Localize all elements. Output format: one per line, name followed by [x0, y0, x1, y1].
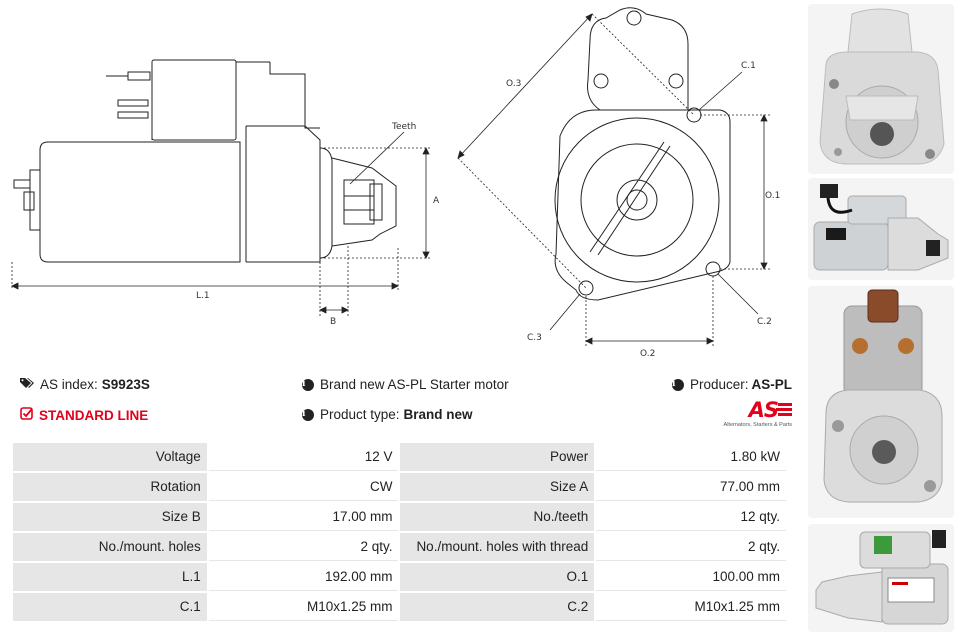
standard-line-badge: STANDARD LINE [20, 407, 148, 423]
label-o3: O.3 [506, 79, 521, 89]
producer: i Producer: AS-PL [672, 377, 792, 392]
spec-label: Size A [400, 473, 595, 501]
as-pl-logo: AS Alternators, Starters & Parts [716, 398, 792, 428]
logo-stripes-icon [776, 403, 792, 424]
info-icon: i [302, 408, 314, 421]
as-index-label: AS index: [40, 377, 98, 392]
product-photo-label[interactable] [808, 524, 954, 632]
product-photo-side[interactable] [808, 178, 954, 280]
logo-tagline: Alternators, Starters & Parts [723, 422, 792, 428]
info-icon: i [302, 378, 314, 391]
spec-value: 2 qty. [596, 533, 786, 561]
spec-value: 100.00 mm [596, 563, 786, 591]
spec-label: Voltage [13, 443, 207, 471]
check-square-icon [20, 407, 33, 423]
starter-side-view-diagram: Teeth A L.1 B [11, 59, 440, 327]
spec-label: C.2 [400, 593, 595, 621]
label-c2: C.2 [757, 317, 772, 327]
producer-label: Producer: [690, 377, 749, 392]
spec-label: C.1 [13, 593, 207, 621]
producer-value: AS-PL [751, 377, 793, 392]
spec-label: L.1 [13, 563, 207, 591]
spec-value: M10x1.25 mm [596, 593, 786, 621]
label-o2: O.2 [640, 349, 655, 359]
product-photo-front[interactable] [808, 4, 954, 174]
info-icon: i [672, 378, 684, 391]
spec-value: 1.80 kW [596, 443, 786, 471]
label-l1: L.1 [196, 291, 210, 301]
label-c1: C.1 [741, 61, 756, 71]
label-teeth: Teeth [391, 122, 416, 132]
starter-front-view-diagram: O.3 C.1 O.1 C.2 C.3 O.2 [457, 7, 780, 359]
spec-label: Rotation [13, 473, 207, 501]
product-photo-terminals[interactable] [808, 286, 954, 518]
as-index-value: S9923S [101, 377, 150, 392]
as-index: AS index: S9923S [20, 377, 150, 392]
spec-label: No./mount. holes [13, 533, 207, 561]
spec-label: Power [400, 443, 595, 471]
label-b: B [330, 317, 336, 327]
spec-value: 77.00 mm [596, 473, 786, 501]
label-o1: O.1 [765, 191, 780, 201]
spec-value: M10x1.25 mm [208, 593, 399, 621]
spec-value: 12 V [208, 443, 399, 471]
spec-label: Size B [13, 503, 207, 531]
product-description: i Brand new AS-PL Starter motor [302, 377, 509, 392]
logo-text: AS [748, 398, 779, 422]
product-type-label: Product type: [320, 407, 400, 422]
label-c3: C.3 [527, 333, 542, 343]
spec-label: No./teeth [400, 503, 595, 531]
spec-value: CW [208, 473, 399, 501]
description-text: Brand new AS-PL Starter motor [320, 377, 509, 392]
product-type: i Product type: Brand new [302, 407, 473, 422]
standard-line-label: STANDARD LINE [39, 407, 149, 423]
label-a: A [433, 196, 440, 206]
spec-label: No./mount. holes with thread [400, 533, 595, 561]
spec-value: 2 qty. [208, 533, 399, 561]
tag-icon [20, 377, 34, 392]
spec-label: O.1 [400, 563, 595, 591]
spec-value: 192.00 mm [208, 563, 399, 591]
spec-value: 12 qty. [596, 503, 786, 531]
product-type-value: Brand new [403, 407, 473, 422]
spec-value: 17.00 mm [208, 503, 399, 531]
